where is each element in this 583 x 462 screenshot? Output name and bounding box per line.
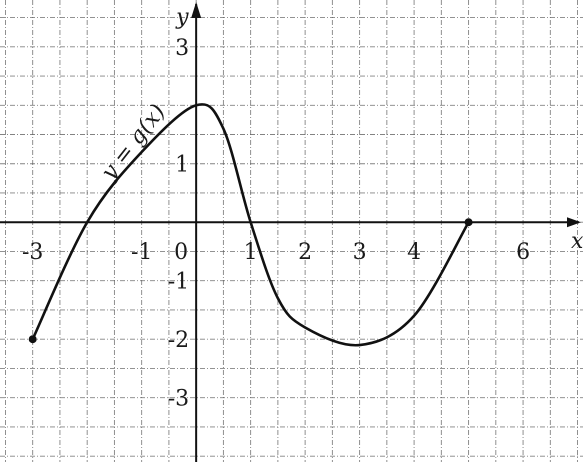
x-tick-label: 3 bbox=[353, 240, 367, 265]
y-axis-arrow bbox=[191, 2, 202, 18]
x-tick-label: 2 bbox=[298, 240, 312, 265]
series-group bbox=[28, 103, 473, 347]
x-axis-arrow bbox=[567, 217, 581, 228]
y-tick-label: -3 bbox=[168, 387, 189, 412]
y-tick-label: -1 bbox=[168, 270, 189, 295]
y-tick-label: -2 bbox=[168, 328, 189, 353]
x-tick-label: -3 bbox=[22, 240, 43, 265]
y-tick-label: 3 bbox=[175, 36, 189, 61]
x-tick-label: 0 bbox=[174, 240, 188, 265]
x-axis-label: x bbox=[571, 229, 583, 254]
x-tick-label: -1 bbox=[131, 240, 152, 265]
y-tick-label: 1 bbox=[175, 153, 189, 178]
x-tick-label: 1 bbox=[244, 240, 258, 265]
tick-labels: -3 -1 0 1 2 3 4 6 3 1 -1 -2 -3 bbox=[22, 36, 530, 412]
x-tick-label: 4 bbox=[407, 240, 421, 265]
curve-g bbox=[31, 103, 470, 347]
y-axis-label: y bbox=[175, 5, 189, 30]
x-tick-label: 6 bbox=[516, 240, 530, 265]
endpoint-marker bbox=[464, 218, 473, 227]
endpoint-marker bbox=[28, 335, 37, 344]
